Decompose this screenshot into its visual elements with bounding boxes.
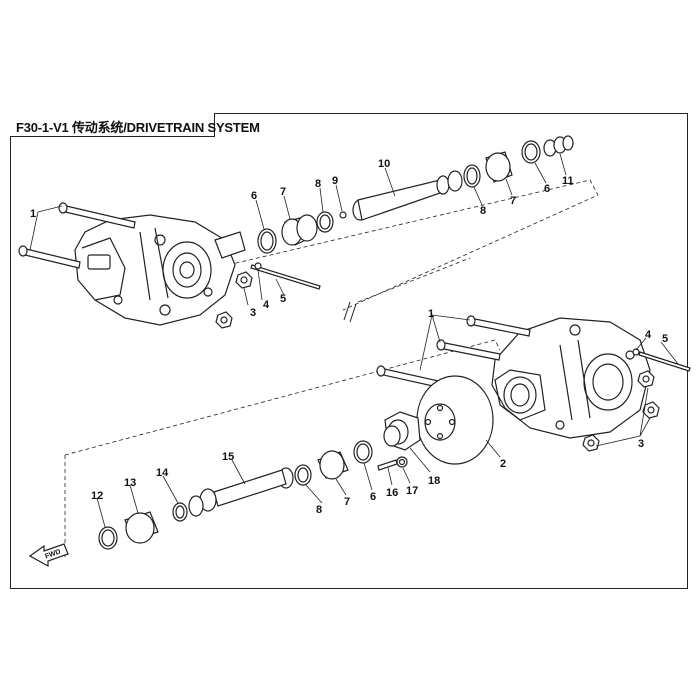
break-mark	[343, 301, 357, 323]
callout-6-bottom: 6	[370, 491, 376, 503]
callout-7-top-right: 7	[510, 195, 516, 207]
callout-8-top-right: 8	[480, 205, 486, 217]
callout-9: 9	[332, 175, 338, 187]
page-title: F30-1-V1 传动系统/DRIVETRAIN SYSTEM	[16, 120, 260, 135]
callout-5-top: 5	[280, 293, 286, 305]
callout-2: 2	[500, 458, 506, 470]
bottom-shaft-parts	[98, 440, 373, 550]
callout-1-bottom: 1	[428, 308, 434, 320]
callout-4-bottom: 4	[645, 329, 652, 341]
callout-labels: 1 3 4 5 6 7 8 9 10 8 7 6 11 1 4 5 3 2 18…	[30, 158, 668, 516]
nuts-bottom	[582, 370, 660, 452]
callout-8-bottom: 8	[316, 504, 322, 516]
callout-18: 18	[428, 475, 440, 487]
top-shaft-parts	[257, 135, 574, 254]
long-bolts-top	[18, 202, 136, 269]
callout-5-bottom: 5	[662, 333, 668, 345]
diagram-frame	[10, 113, 688, 589]
callout-3-bottom: 3	[638, 438, 644, 450]
callout-6-top-left: 6	[251, 190, 257, 202]
title-box: F30-1-V1 传动系统/DRIVETRAIN SYSTEM	[10, 113, 260, 137]
callout-12: 12	[91, 490, 103, 502]
rear-gear-housing	[491, 317, 651, 439]
callout-6-top-right: 6	[544, 183, 550, 195]
brake-disc	[416, 375, 494, 465]
leader-lines	[29, 153, 679, 528]
callout-15: 15	[222, 451, 234, 463]
callout-7-top-left: 7	[280, 186, 286, 198]
callout-11: 11	[562, 175, 574, 187]
callout-10: 10	[378, 158, 390, 170]
callout-1-top: 1	[30, 208, 36, 220]
nuts-top	[215, 262, 321, 329]
flange	[377, 411, 421, 471]
callout-13: 13	[124, 477, 136, 489]
fwd-arrow-icon: FWD	[28, 543, 69, 568]
callout-17: 17	[406, 485, 418, 497]
callout-3-top: 3	[250, 307, 256, 319]
front-gear-housing	[74, 214, 246, 326]
callout-7-bottom: 7	[344, 496, 350, 508]
callout-4-top: 4	[263, 299, 270, 311]
callout-8-top-left: 8	[315, 178, 321, 190]
callout-14: 14	[156, 467, 169, 479]
callout-16: 16	[386, 487, 398, 499]
